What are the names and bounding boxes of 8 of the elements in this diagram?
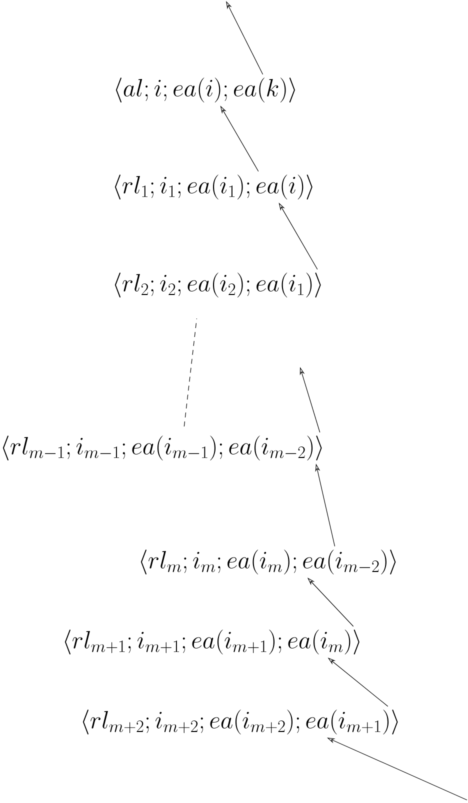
tuple-formula: $\langle rl_{m+1}; i_{m+1}; ea(i_{m+1}); ea(i_m)\rangle$ [64, 630, 360, 654]
dashed-line [184, 318, 198, 427]
tuple-formula: $\langle rl_m; i_m; ea(i_m); ea(i_{m-2})\rangle$ [140, 550, 396, 574]
tuple-formula: $\langle rl_{m-1}; i_{m-1}; ea(i_{m-1}); ea(i_{m-2})\rangle$ [2, 436, 322, 460]
tuple-formula: $\langle rl_1; i_1; ea(i_1); ea(i)\rangle$ [114, 174, 312, 200]
tuple-formula: $\langle rl_2; i_2; ea(i_2); ea(i_1)\rangle$ [114, 272, 321, 298]
tuple-formula: $\langle rl_{m+2}; i_{m+2}; ea(i_{m+2}); ea(i_{m+1})\rangle$ [82, 710, 398, 734]
tuple-formula: $\langle al; i; ea(i); ea(k)\rangle$ [116, 78, 295, 102]
